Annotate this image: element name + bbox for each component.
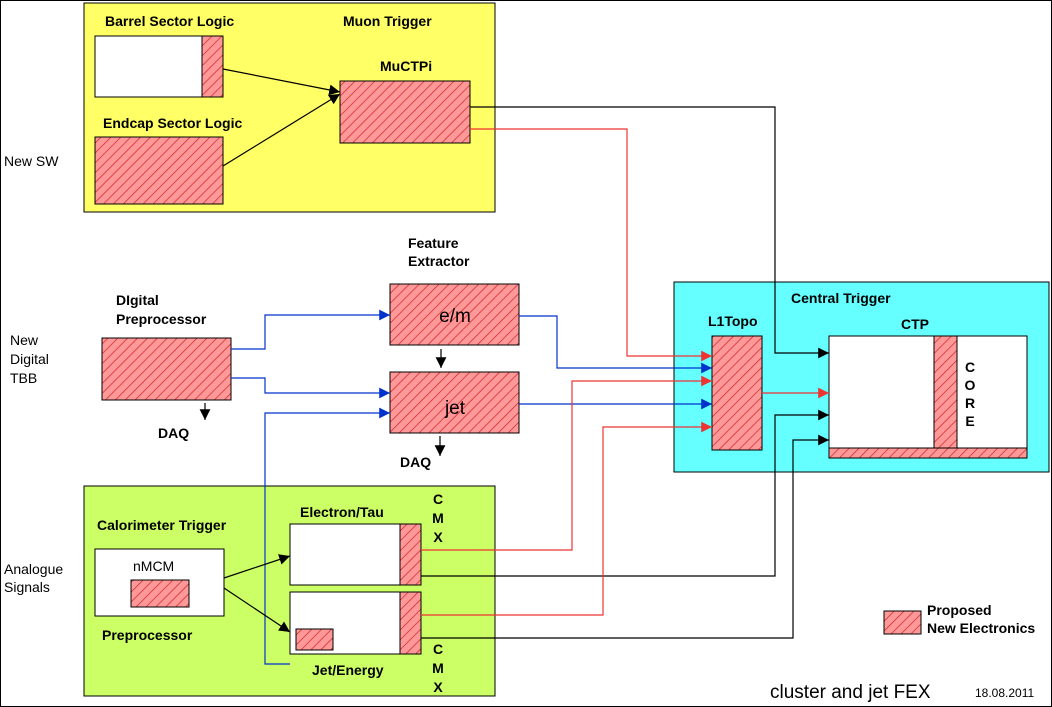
ctp-label: CTP <box>901 316 929 332</box>
electron-tau-cmx-part <box>399 523 422 586</box>
legend-label-2: New Electronics <box>927 620 1035 636</box>
side-label-new-digital-2: Digital <box>10 351 49 367</box>
cmx-bottom-letter-c: C <box>433 641 443 657</box>
cmx-bottom-letter-m: M <box>432 660 444 676</box>
preprocessor-daq-label: DAQ <box>158 425 189 441</box>
em-fex-label: e/m <box>439 306 471 327</box>
nmcm-to-jet-energy-arrow <box>223 587 291 633</box>
calorimeter-trigger-title: Calorimeter Trigger <box>97 517 227 533</box>
ctp-new-electronics-part <box>933 335 958 449</box>
em-to-l1topo-link <box>519 315 712 374</box>
electron-tau-to-l1topo-link <box>421 375 712 551</box>
footer-date: 18.08.2011 <box>975 686 1034 700</box>
muctpi-to-l1topo-link <box>470 128 712 362</box>
jet-energy-to-ctp-link <box>421 434 829 639</box>
endcap-sector-logic-box <box>94 136 224 205</box>
legend-label-1: Proposed <box>927 602 992 618</box>
jet-fex-label: jet <box>444 398 466 419</box>
jet-fex-box <box>389 371 520 434</box>
muctpi-to-ctp-link <box>470 106 829 359</box>
barrel-sector-logic-label: Barrel Sector Logic <box>105 13 234 29</box>
feature-extractor-title-1: Feature <box>408 235 459 251</box>
preprocessor-to-em-link <box>231 309 390 350</box>
jet-energy-to-l1topo-link <box>421 421 712 616</box>
side-label-new-digital-3: TBB <box>10 370 37 386</box>
cmx-top-letter-x: X <box>433 529 443 545</box>
ctp-bottom-new-electronics-strip <box>828 447 1028 459</box>
nmcm-new-electronics-chip <box>130 579 190 608</box>
side-label-analogue-2: Signals <box>4 579 50 595</box>
feature-extractor-title-2: Extractor <box>408 253 470 269</box>
muctpi-box <box>339 80 471 144</box>
electron-tau-to-ctp-link <box>421 409 829 577</box>
preprocessor-to-jet-link <box>231 377 390 399</box>
core-letter-o: O <box>965 377 976 393</box>
calo-to-jet-fex-link <box>264 407 390 665</box>
side-label-analogue-1: Analogue <box>4 561 63 577</box>
digital-preprocessor-title-1: DIgital <box>116 292 159 308</box>
digital-preprocessor-title-2: Preprocessor <box>116 311 207 327</box>
legend-swatch <box>883 610 922 635</box>
electron-tau-label: Electron/Tau <box>300 504 384 520</box>
muctpi-label: MuCTPi <box>380 58 432 74</box>
endcap-to-muctpi-arrow <box>222 93 341 167</box>
muon-trigger-title: Muon Trigger <box>343 13 432 29</box>
em-fex-box <box>389 283 520 346</box>
core-letter-c: C <box>965 359 975 375</box>
side-label-new-sw: New SW <box>4 153 59 169</box>
calo-preprocessor-label: Preprocessor <box>102 627 193 643</box>
l1topo-box <box>711 335 763 451</box>
cmx-bottom-letter-x: X <box>433 679 443 695</box>
fex-daq-label: DAQ <box>400 454 431 470</box>
jet-energy-new-electronics-chip <box>295 628 334 651</box>
jet-energy-cmx-part <box>399 591 422 655</box>
barrel-to-muctpi-arrow <box>222 68 341 96</box>
nmcm-label: nMCM <box>133 558 174 574</box>
central-trigger-title: Central Trigger <box>791 290 891 306</box>
endcap-sector-logic-label: Endcap Sector Logic <box>103 115 242 131</box>
footer-caption: cluster and jet FEX <box>770 682 931 703</box>
side-label-new-digital-1: New <box>10 332 39 348</box>
digital-preprocessor-box <box>101 337 232 401</box>
core-letter-r: R <box>965 395 975 411</box>
jet-energy-label: Jet/Energy <box>312 662 384 678</box>
cmx-top-letter-c: C <box>433 491 443 507</box>
barrel-new-electronics-part <box>201 35 224 98</box>
cmx-top-letter-m: M <box>432 510 444 526</box>
electron-tau-box <box>289 523 422 586</box>
l1topo-label: L1Topo <box>708 313 758 329</box>
core-letter-e: E <box>965 413 974 429</box>
nmcm-to-electron-tau-arrow <box>223 554 291 579</box>
ctp-box <box>828 335 1028 449</box>
